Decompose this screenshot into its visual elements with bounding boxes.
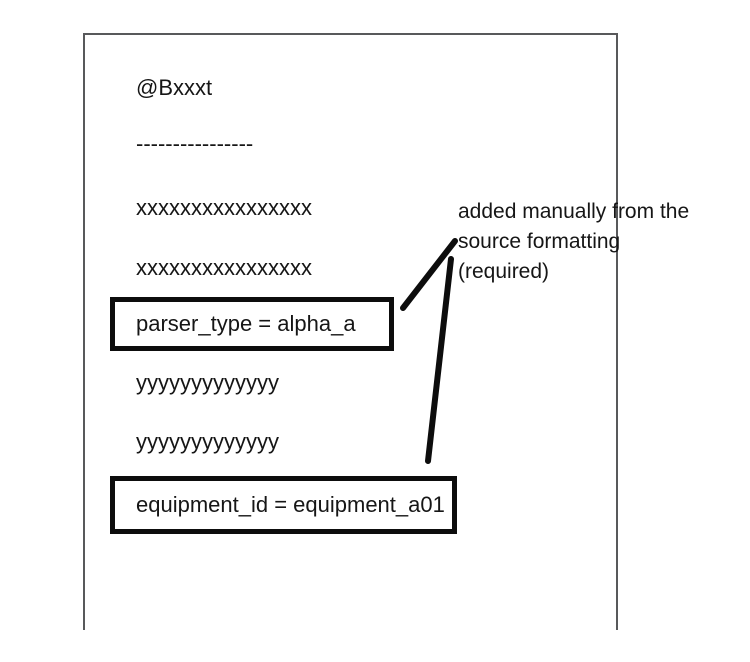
document-separator-line: ----------------	[136, 131, 254, 156]
document-masked-line: xxxxxxxxxxxxxxxx	[136, 255, 312, 280]
equipment-id-callout-box: equipment_id = equipment_a01	[110, 476, 457, 534]
annotation-line: added manually from the	[458, 200, 690, 223]
document-masked-line: xxxxxxxxxxxxxxxx	[136, 195, 312, 220]
document-outline	[83, 33, 618, 630]
document-header-line: @Bxxxt	[136, 75, 213, 100]
annotation-line: source formatting	[458, 230, 621, 253]
annotation-line: (required)	[458, 260, 550, 283]
annotation-note: added manually from the source formattin…	[458, 197, 689, 287]
parser-type-callout-box: parser_type = alpha_a	[110, 297, 394, 351]
document-masked-line: yyyyyyyyyyyyy	[136, 429, 279, 454]
document-masked-line: yyyyyyyyyyyyy	[136, 370, 279, 395]
parser-type-field-text: parser_type = alpha_a	[136, 311, 356, 336]
equipment-id-field-text: equipment_id = equipment_a01	[136, 492, 445, 517]
